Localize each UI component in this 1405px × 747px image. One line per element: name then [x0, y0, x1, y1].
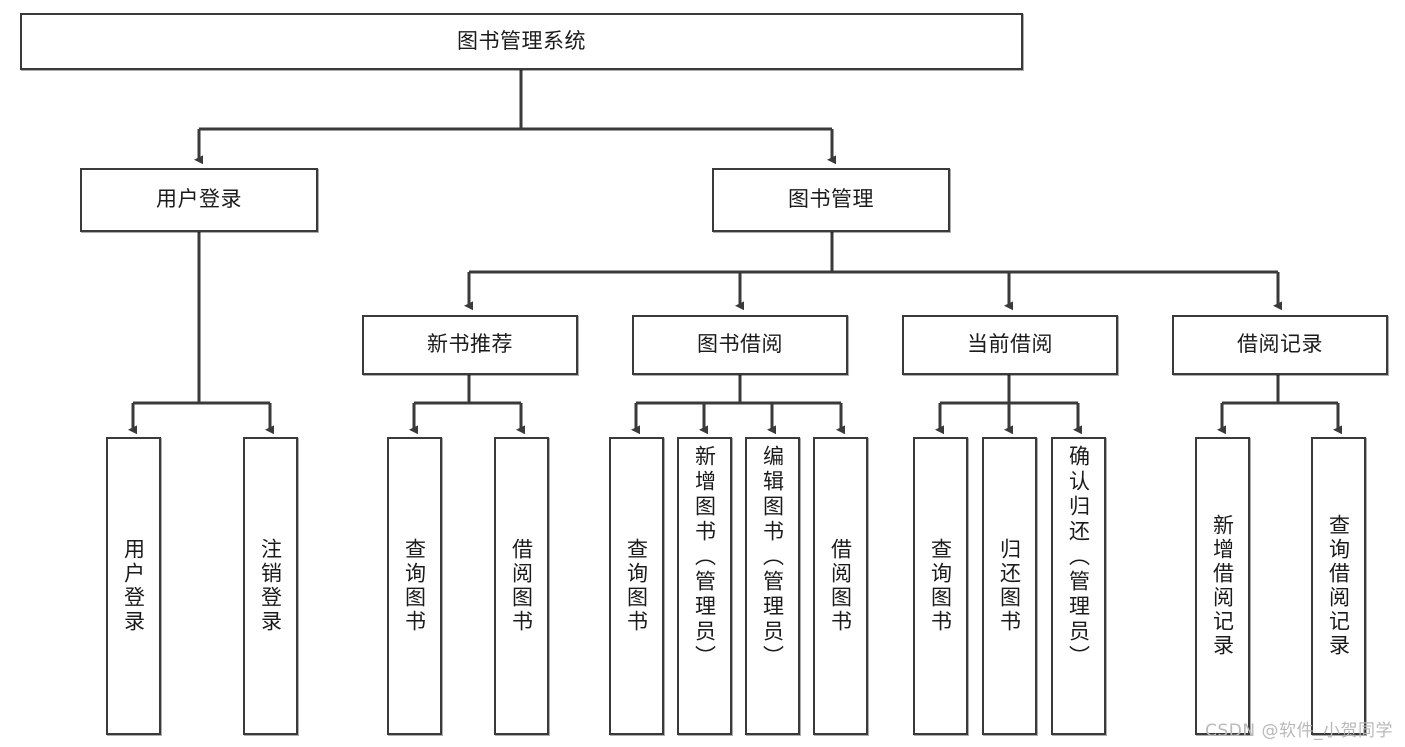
- node-new-book-recommendation[interactable]: 新书推荐: [362, 315, 578, 375]
- node-leaf-query-books-bb[interactable]: 查询图书: [609, 437, 664, 735]
- node-leaf-add-borrow-record[interactable]: 新增借阅记录: [1195, 437, 1250, 735]
- node-label: 确认归还（管理员）: [1066, 445, 1091, 670]
- node-leaf-return-books[interactable]: 归还图书: [982, 437, 1037, 735]
- node-borrowing-record[interactable]: 借阅记录: [1172, 315, 1388, 375]
- node-label: 新书推荐: [427, 332, 513, 357]
- node-label: 新增借阅记录: [1210, 514, 1235, 658]
- node-label: 查询图书: [624, 538, 649, 634]
- node-label: 新增图书（管理员）: [692, 445, 717, 670]
- node-label: 归还图书: [997, 538, 1022, 634]
- node-label: 查询图书: [928, 538, 953, 634]
- node-leaf-edit-book-admin[interactable]: 编辑图书（管理员）: [745, 437, 800, 735]
- node-leaf-borrow-books-nbr[interactable]: 借阅图书: [494, 437, 549, 735]
- node-label: 编辑图书（管理员）: [760, 445, 785, 670]
- node-label: 图书借阅: [697, 332, 783, 357]
- node-label: 图书管理: [788, 187, 874, 212]
- node-leaf-query-books-cb[interactable]: 查询图书: [913, 437, 968, 735]
- node-label: 查询借阅记录: [1326, 514, 1351, 658]
- node-current-borrowing[interactable]: 当前借阅: [902, 315, 1118, 375]
- node-label: 查询图书: [402, 538, 427, 634]
- node-label: 借阅记录: [1237, 332, 1323, 357]
- node-label: 借阅图书: [509, 538, 534, 634]
- node-leaf-query-books-nbr[interactable]: 查询图书: [387, 437, 442, 735]
- node-leaf-add-book-admin[interactable]: 新增图书（管理员）: [677, 437, 732, 735]
- node-leaf-logout[interactable]: 注销登录: [243, 437, 298, 735]
- node-label: 当前借阅: [967, 332, 1053, 357]
- node-label: 图书管理系统: [457, 28, 586, 53]
- node-leaf-user-login[interactable]: 用户登录: [106, 437, 161, 735]
- node-leaf-query-borrow-record[interactable]: 查询借阅记录: [1311, 437, 1366, 735]
- node-label: 用户登录: [156, 187, 242, 212]
- node-label: 借阅图书: [828, 538, 853, 634]
- node-book-management[interactable]: 图书管理: [712, 168, 950, 232]
- node-root-book-management-system[interactable]: 图书管理系统: [20, 13, 1023, 70]
- node-label: 注销登录: [258, 538, 283, 634]
- node-user-login[interactable]: 用户登录: [80, 168, 318, 232]
- node-leaf-confirm-return-admin[interactable]: 确认归还（管理员）: [1051, 437, 1106, 735]
- node-label: 用户登录: [121, 538, 146, 634]
- node-leaf-borrow-books-bb[interactable]: 借阅图书: [813, 437, 868, 735]
- node-book-borrowing[interactable]: 图书借阅: [632, 315, 848, 375]
